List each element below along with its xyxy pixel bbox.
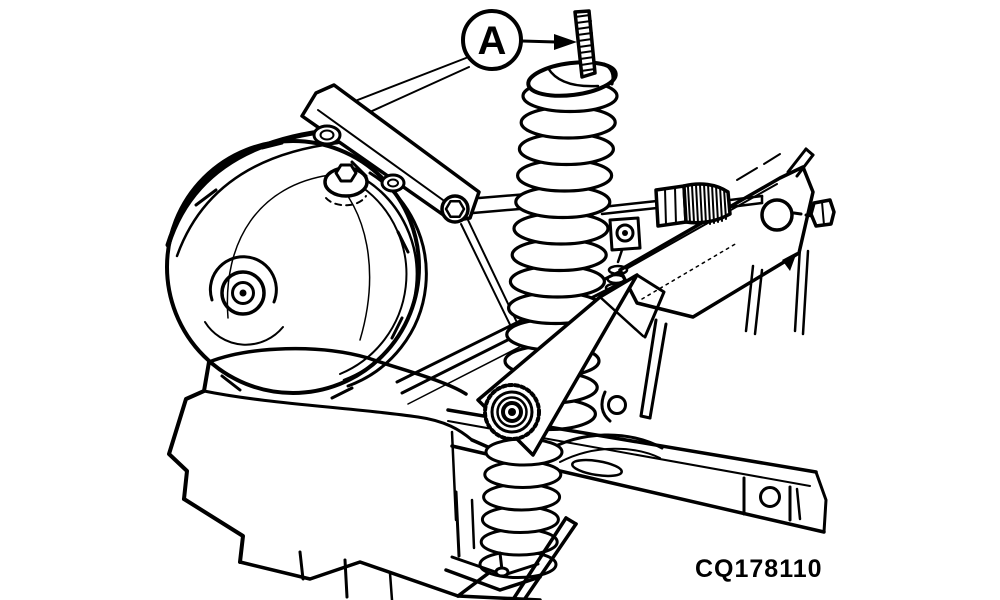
shock-arm	[476, 273, 668, 457]
threaded-stud	[573, 9, 597, 79]
bracket-bolt-2	[380, 173, 406, 193]
bracket-end-bolt	[440, 194, 470, 224]
callout-arrowhead	[554, 34, 577, 50]
bracket-bolt-1	[312, 124, 342, 146]
hub-nut-washer	[323, 163, 369, 207]
adjuster-hex-nut	[654, 184, 688, 228]
pivot-bushing	[483, 383, 541, 441]
arm-slot-hole	[571, 458, 623, 478]
frame-gusset-plate	[618, 147, 836, 336]
stud-threads	[574, 14, 596, 72]
drum-hub	[204, 255, 284, 346]
sleeve-ribs	[687, 183, 727, 225]
rail-eyelet	[600, 390, 627, 423]
lower-coil-spring	[478, 437, 564, 579]
arm-end-bolt	[759, 486, 781, 508]
mount-casting	[167, 346, 542, 600]
adjuster-rod	[600, 182, 764, 228]
callout-a-label: A	[478, 19, 507, 63]
callout-a: A	[461, 9, 577, 71]
drum-housing	[165, 127, 428, 400]
gusset-bolt-hole	[760, 198, 794, 232]
lower-spring-bracket	[444, 490, 578, 600]
figure-code: CQ178110	[695, 555, 823, 583]
bracket-stud	[494, 566, 510, 578]
callout-arrow-shaft	[520, 39, 558, 44]
cable-bracket	[604, 216, 642, 308]
